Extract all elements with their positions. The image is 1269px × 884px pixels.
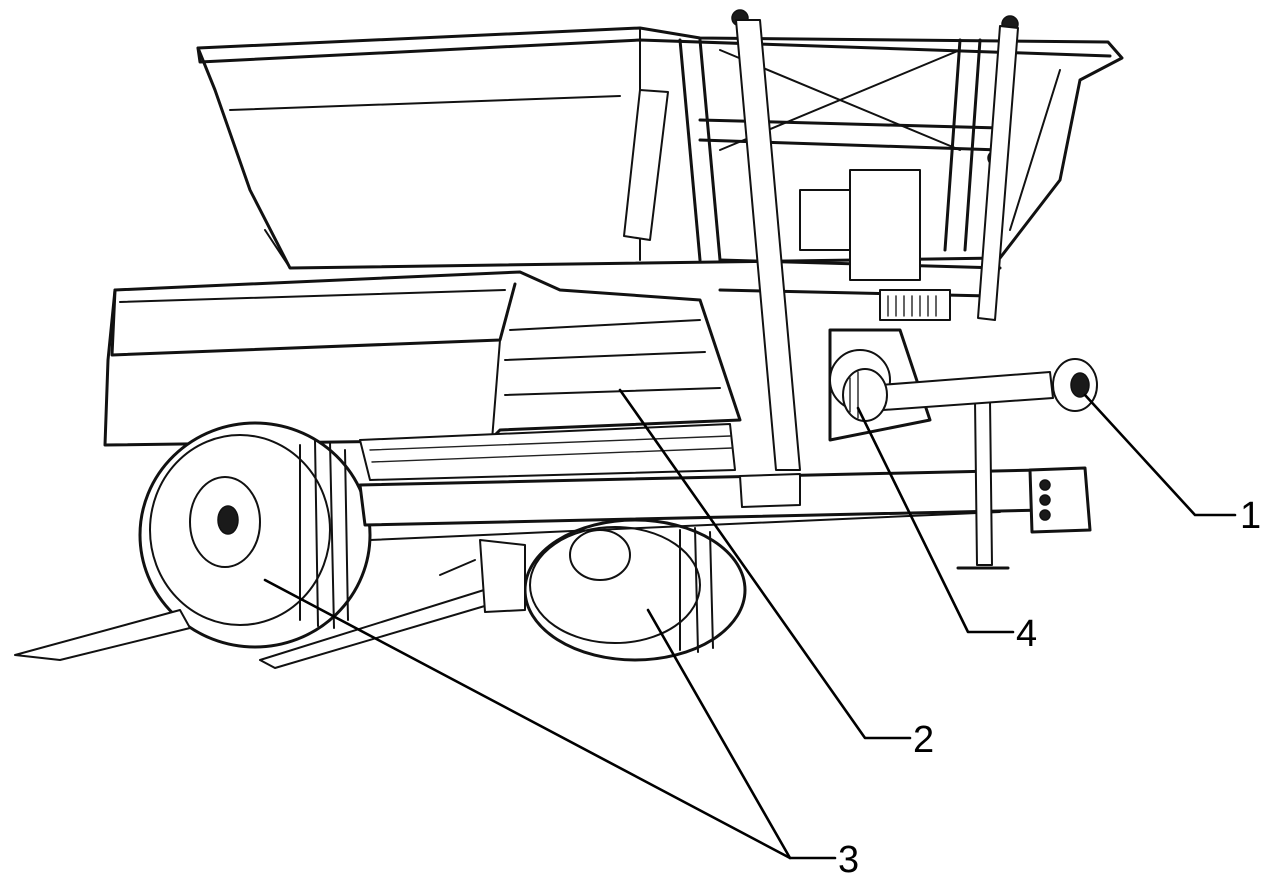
callout-4: 4 xyxy=(856,406,1037,655)
jack-stand xyxy=(956,399,1010,570)
callout-3: 3 xyxy=(263,578,859,881)
callout-4-label: 4 xyxy=(1016,613,1037,655)
callout-1-label: 1 xyxy=(1240,495,1261,537)
callout-2-label: 2 xyxy=(913,719,934,761)
lower-bin xyxy=(103,270,742,447)
chassis xyxy=(358,466,1092,541)
callout-2: 2 xyxy=(618,388,934,761)
front-wheel xyxy=(138,421,372,649)
floor-conveyor xyxy=(359,423,736,481)
callout-1: 1 xyxy=(1083,393,1261,537)
ground-arms xyxy=(14,539,526,669)
callout-3-label: 3 xyxy=(838,839,859,881)
rear-wheel xyxy=(523,518,747,662)
hydraulic-cylinders xyxy=(623,19,1019,471)
